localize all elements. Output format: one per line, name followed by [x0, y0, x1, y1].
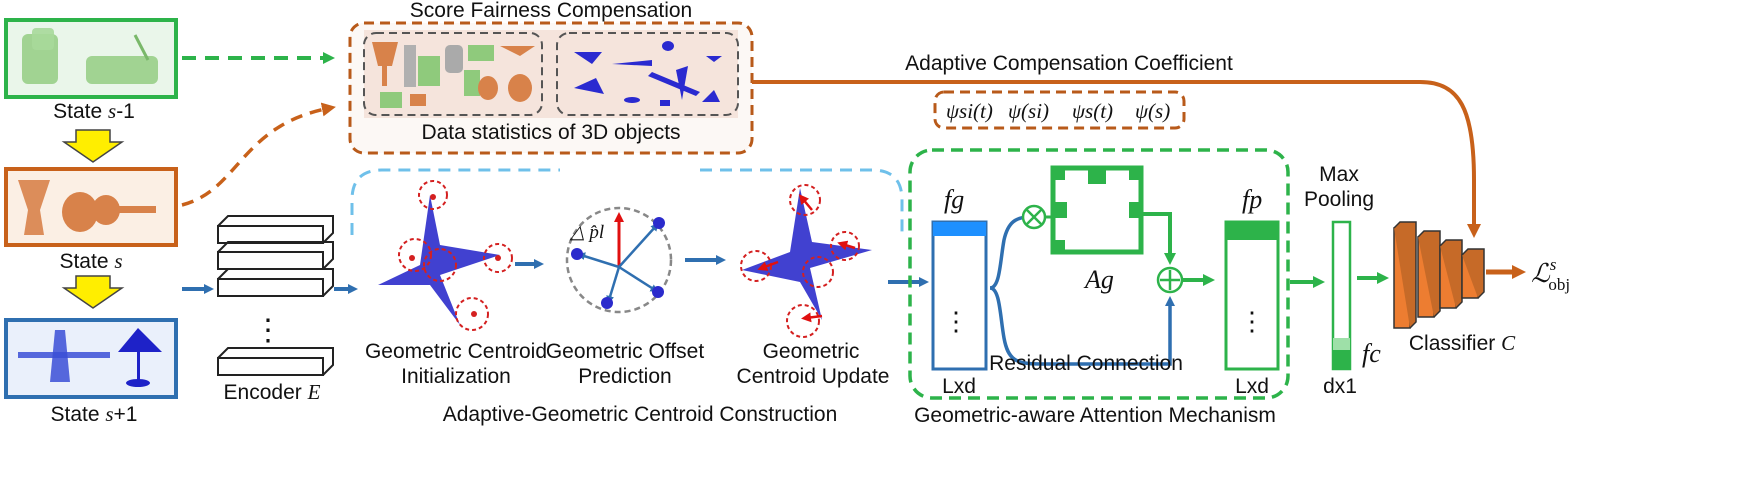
orange-vase-pointcloud: [18, 180, 50, 235]
state-next-panel: [4, 318, 178, 399]
psi-term-2: ψ(si): [1008, 99, 1049, 123]
classifier-label: Classifier C: [1409, 331, 1516, 355]
step2-label-line1: Geometric Offset: [546, 340, 704, 363]
psi-term-3: ψs(t): [1072, 99, 1113, 123]
gaam-title: Geometric-aware Attention Mechanism: [914, 404, 1276, 427]
attention-to-add-arrow: [1141, 212, 1176, 265]
offset-prediction-diagram: [565, 206, 673, 314]
orange-guitar-pointcloud: [62, 192, 156, 232]
state-next-label: State s+1: [50, 402, 137, 426]
fp-feature-block: [1224, 220, 1280, 371]
encoder-label: Encoder E: [224, 380, 321, 404]
fp-feature-header: [1226, 222, 1278, 240]
encoder-dots: ⋮: [253, 314, 283, 347]
fp-label: fp: [1242, 185, 1262, 214]
psi-terms-box: [933, 90, 1186, 130]
lxd-left-label: Lxd: [942, 375, 976, 398]
state-prev-label: State s-1: [53, 99, 135, 123]
add-operator-icon: [1156, 266, 1184, 294]
max-pooling-line2: Pooling: [1304, 188, 1374, 211]
fg-feature-block: [931, 220, 988, 371]
residual-connection-label: Residual Connection: [989, 352, 1183, 375]
new-class-objects-thumbnails: [574, 41, 722, 106]
max-pooling-line1: Max: [1319, 163, 1359, 186]
state-curr-panel: [4, 167, 178, 247]
blue-airplane-pointcloud: [18, 330, 110, 382]
centroid-update-pointcloud: [740, 184, 872, 338]
state-prev-panel: [4, 18, 178, 99]
step1-label-line1: Geometric Centroid: [365, 340, 547, 363]
compensation-to-classifier-arrow: [752, 80, 1481, 238]
green-chair-pointcloud: [22, 28, 58, 84]
stats-old-classes-box: [363, 32, 543, 116]
green-sofa-pointcloud: [86, 34, 158, 84]
fg-feature-header: [933, 222, 986, 236]
data-statistics-label: Data statistics of 3D objects: [421, 121, 680, 144]
fg-to-multiply-path: [989, 213, 1034, 290]
agcc-border-right: [700, 168, 904, 235]
multiply-operator-icon: [1021, 204, 1047, 230]
step2-label-line2: Prediction: [578, 365, 671, 388]
blue-lamp-pointcloud: [118, 328, 162, 387]
classifier-layers: [1393, 221, 1485, 329]
attention-matrix-block: [1050, 165, 1144, 255]
offset-symbol: △ p̂l: [569, 222, 604, 243]
step1-label-line2: Initialization: [401, 365, 511, 388]
agcc-border-left: [350, 168, 560, 235]
step3-label-line1: Geometric: [763, 340, 860, 363]
old-class-objects-thumbnails: [372, 42, 535, 108]
adaptive-coeff-label: Adaptive Compensation Coefficient: [905, 52, 1233, 75]
encoder-stack: [217, 215, 334, 376]
fp-dots: ⋮: [1239, 306, 1265, 336]
score-fairness-title: Score Fairness Compensation: [410, 0, 692, 22]
psi-term-1: ψsi(t): [946, 99, 993, 123]
state-curr-to-stats-arrow: [181, 102, 336, 207]
psi-term-4: ψ(s): [1135, 99, 1170, 123]
residual-connection-path: [989, 286, 1175, 366]
stats-new-classes-box: [556, 32, 739, 116]
pooled-vector: [1331, 220, 1352, 371]
fg-dots: ⋮: [943, 306, 969, 336]
pooled-vector-highlight: [1333, 350, 1350, 368]
agcc-title: Adaptive-Geometric Centroid Construction: [443, 403, 838, 426]
centroid-init-pointcloud: [378, 180, 513, 331]
fc-label: fc: [1362, 339, 1381, 368]
ag-label: Ag: [1083, 265, 1114, 294]
step3-label-line2: Centroid Update: [737, 365, 890, 388]
state-transition-arrow-1: [61, 129, 125, 163]
state-transition-arrow-2: [61, 275, 125, 309]
state-curr-label: State s: [59, 249, 122, 273]
lxd-right-label: Lxd: [1235, 375, 1269, 398]
fg-label: fg: [944, 185, 964, 214]
dx1-label: dx1: [1323, 375, 1357, 398]
pooled-vector-highlight-light: [1333, 338, 1350, 350]
